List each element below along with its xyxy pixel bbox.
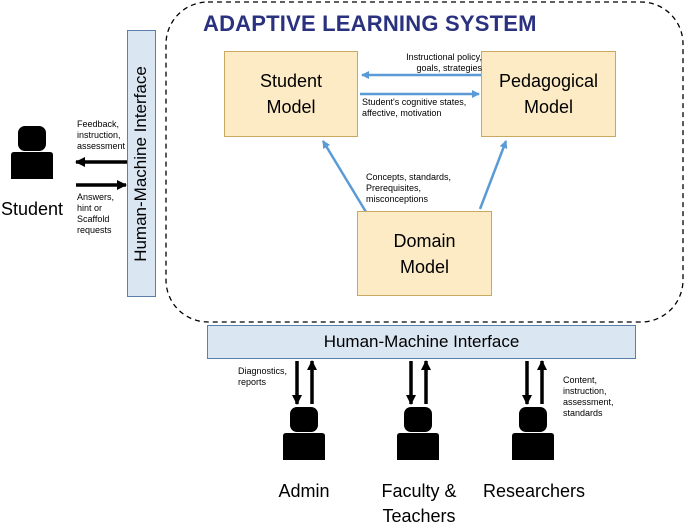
student-person-icon [11,126,53,179]
domain-model-box: Domain Model [357,211,492,296]
arrow-domain-to-student [321,140,368,213]
label-feedback-to-student: Feedback, instruction, assessment [77,119,126,151]
system-title: ADAPTIVE LEARNING SYSTEM [203,11,537,36]
admin-label: Admin [278,481,330,501]
pedagogical-model-label: Pedagogical Model [498,71,599,117]
researchers-label: Researchers [482,481,586,501]
pedagogical-model-box: Pedagogical Model [481,51,616,137]
horizontal-interface-label: Human-Machine Interface [323,332,520,351]
admin-person-icon [283,407,325,460]
domain-model-label: Domain Model [393,230,456,277]
arrow-domain-to-pedagogical [478,140,508,210]
researchers-person-icon [512,407,554,460]
student-model-box: Student Model [224,51,358,137]
student-label: Student [0,199,64,219]
label-domain-concepts: Concepts, standards, Prerequisites, misc… [366,172,452,204]
vertical-interface-bar [127,30,156,297]
vertical-interface-label: Human-Machine Interface [131,66,150,262]
adaptive-system-boundary [165,1,684,323]
faculty-person-icon [397,407,439,460]
student-model-label: Student Model [259,71,323,117]
label-student-to-pedagogical: Student's cognitive states, affective, m… [362,97,467,118]
label-answers-from-student: Answers, hint or Scaffold requests [77,192,115,235]
faculty-label: Faculty & Teachers [381,481,457,526]
label-pedagogical-to-student: Instructional policy, goals, strategies [406,52,482,73]
horizontal-interface-bar: Human-Machine Interface [207,325,636,359]
label-researchers-content: Content, instruction, assessment, standa… [563,375,614,418]
label-admin-diagnostics: Diagnostics, reports [238,366,288,387]
